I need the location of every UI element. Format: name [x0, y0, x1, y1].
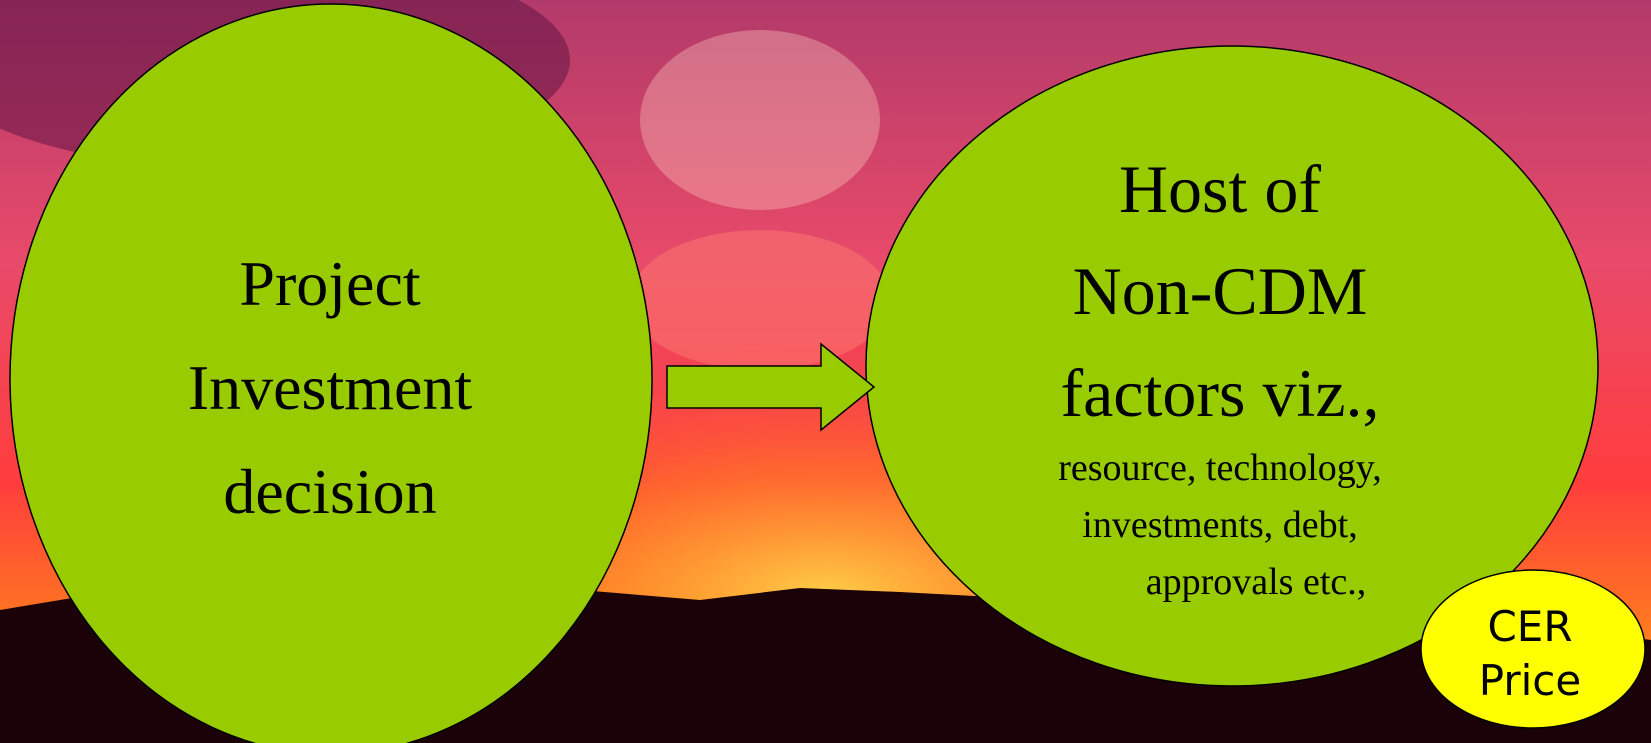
right-line-3: factors viz., — [1060, 355, 1380, 431]
left-line-1: Project — [239, 248, 421, 319]
cer-line-1: CER — [1487, 602, 1573, 651]
left-ellipse — [9, 3, 653, 743]
cer-price-label: CER Price — [1420, 600, 1640, 708]
left-node-label: Project Investment decision — [110, 232, 550, 544]
right-node-label: Host of Non-CDM factors viz., — [930, 138, 1510, 444]
light-cloud — [640, 30, 880, 210]
light-cloud — [630, 230, 890, 370]
arrow-right-icon — [666, 342, 876, 432]
left-line-3: decision — [223, 456, 437, 527]
right-line-1: Host of — [1118, 151, 1322, 227]
right-node-sublabel: resource, technology, investments, debt,… — [960, 440, 1480, 611]
right-ellipse — [865, 45, 1599, 687]
left-line-2: Investment — [187, 352, 473, 423]
cer-price-ellipse — [1420, 569, 1646, 729]
right-sub-line-1: resource, technology, — [1058, 447, 1382, 489]
cer-line-2: Price — [1478, 656, 1582, 705]
right-line-2: Non-CDM — [1072, 253, 1368, 329]
right-sub-line-3: approvals etc., — [1145, 561, 1367, 603]
right-sub-line-2: investments, debt, — [1082, 504, 1358, 546]
